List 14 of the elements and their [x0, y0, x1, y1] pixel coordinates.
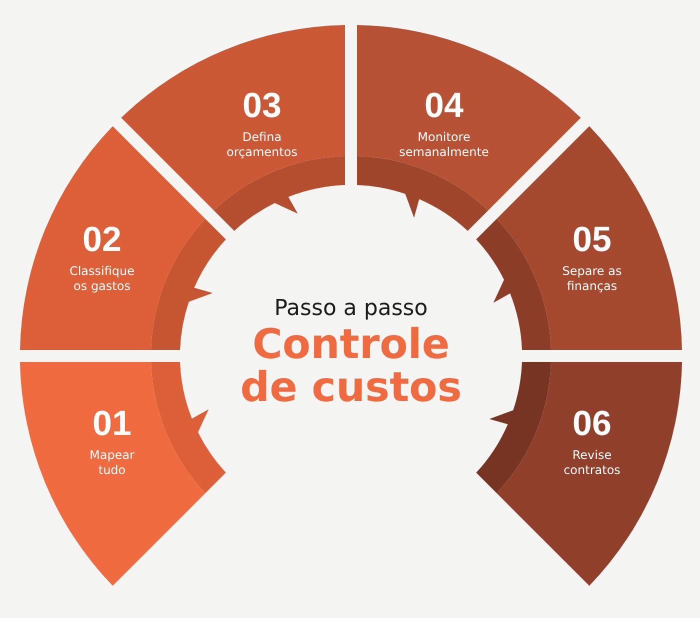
step-description: Revise contratos — [562, 448, 622, 478]
diagram-title: Controle de custos — [239, 323, 463, 410]
step-number: 04 — [424, 88, 464, 123]
step-number: 01 — [92, 406, 132, 441]
step-description: Classifique os gastos — [68, 264, 136, 294]
step-description: Mapear tudo — [88, 448, 136, 478]
step-number: 05 — [572, 222, 612, 257]
step-description: Separe as finanças — [561, 264, 623, 294]
step-number: 02 — [82, 222, 122, 257]
step-description: Monitore semanalmente — [398, 130, 490, 160]
subtitle: Passo a passo — [273, 296, 429, 322]
step-number: 06 — [572, 406, 612, 441]
step-description: Defina orçamentos — [226, 130, 298, 160]
step-number: 03 — [242, 88, 282, 123]
